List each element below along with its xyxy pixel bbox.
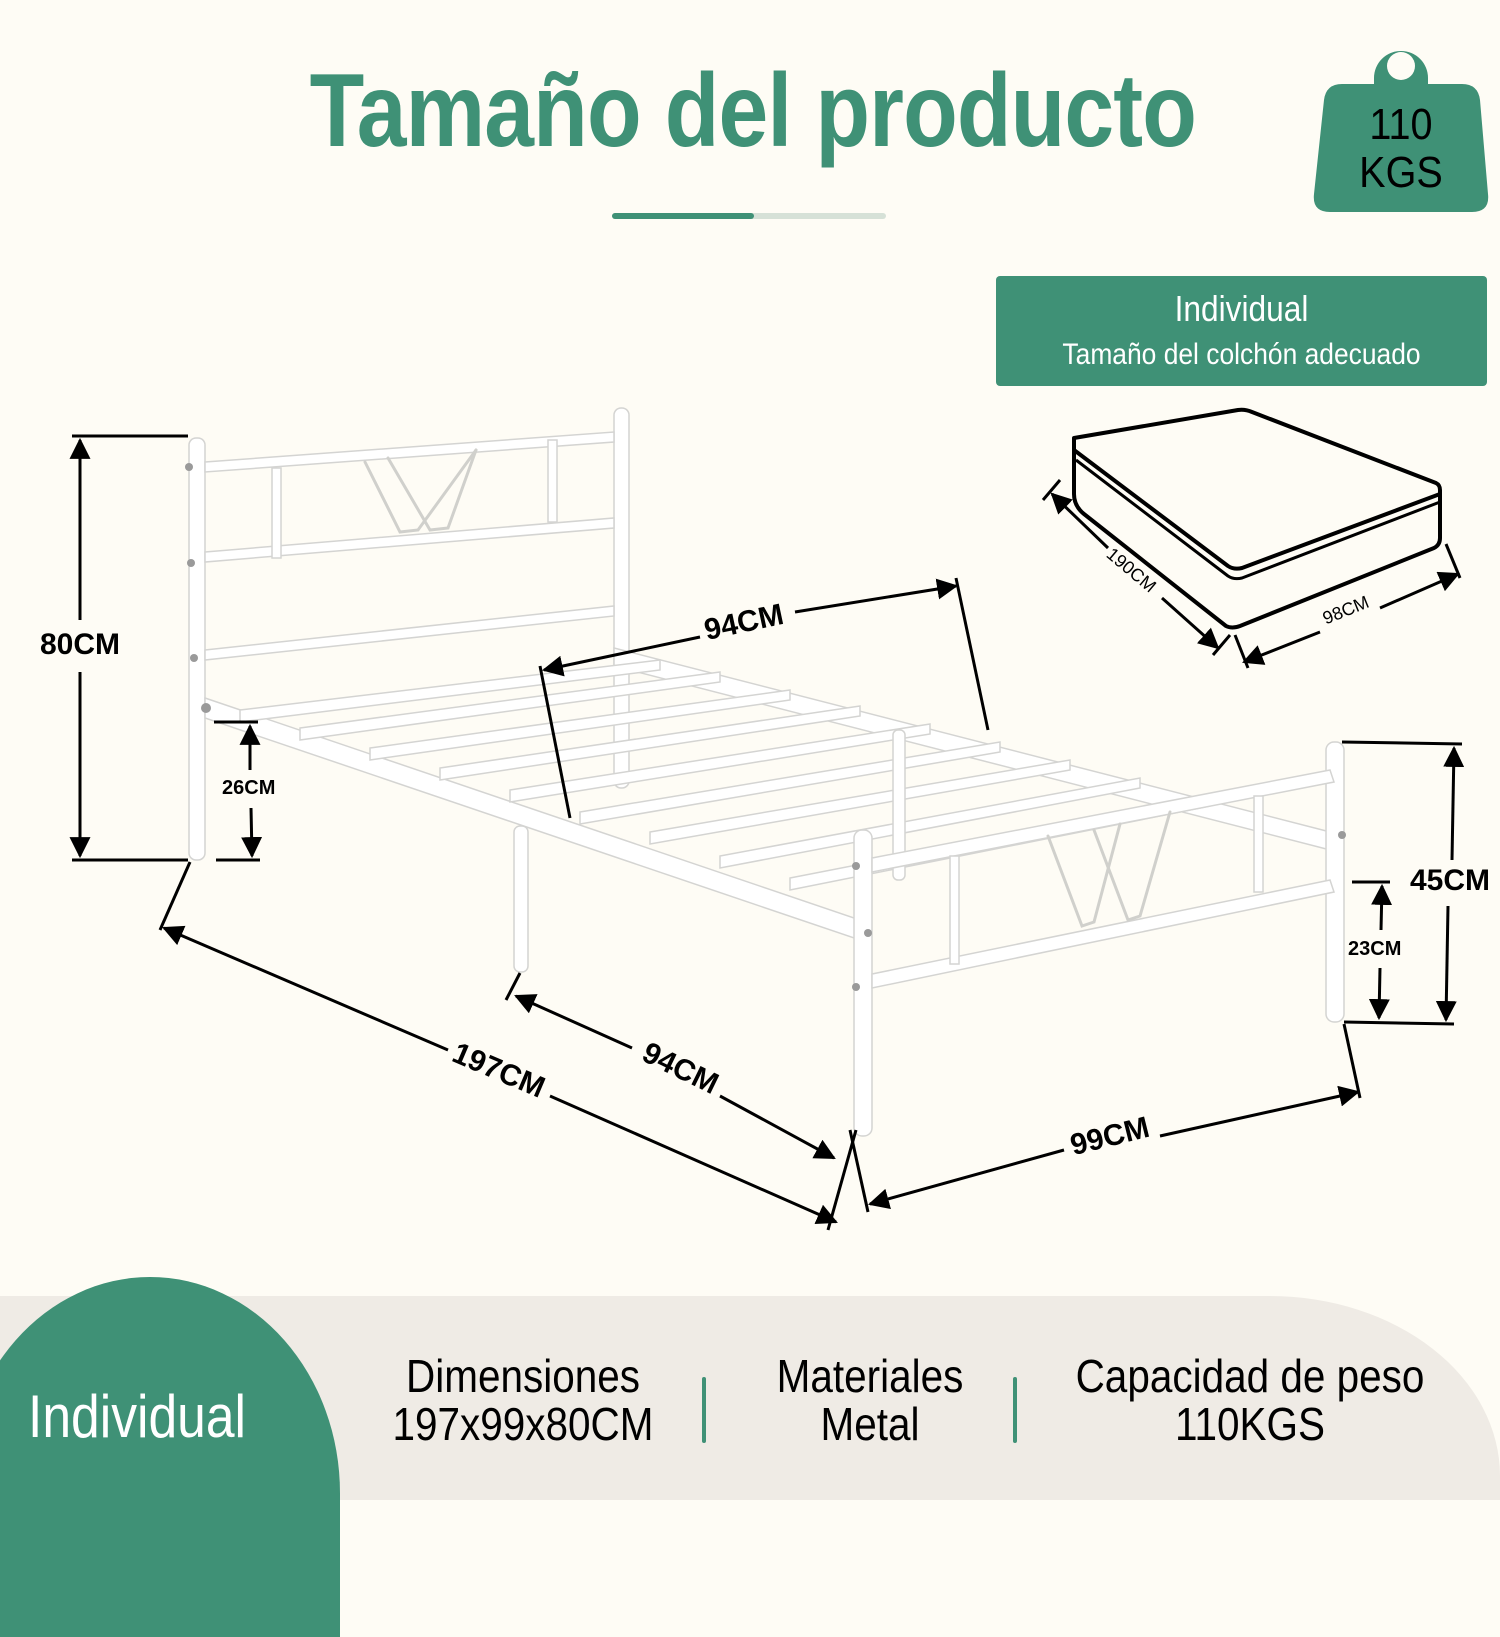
spec-dimensions-value: 197x99x80CM (392, 1398, 654, 1450)
mattress-size-subtitle: Tamaño del colchón adecuado (1062, 338, 1421, 371)
footer-size-label: Individual (28, 1383, 247, 1450)
weight-capacity-badge: 110 KGS (1312, 26, 1490, 214)
spec-dimensions: Dimensiones 197x99x80CM (368, 1352, 678, 1448)
spec-materials-label: Materiales (776, 1350, 964, 1402)
title-underline-progress (612, 213, 886, 219)
page-title: Tamaño del producto (309, 53, 1197, 169)
title-underline-fill (612, 213, 754, 219)
spec-weight-capacity: Capacidad de peso 110KGS (1050, 1352, 1450, 1448)
dim-headboard-height: 80CM (40, 628, 121, 661)
spec-dimensions-label: Dimensiones (406, 1350, 640, 1402)
mattress-size-box: Individual Tamaño del colchón adecuado (996, 276, 1487, 386)
dim-under-bed-clearance: 26CM (222, 777, 276, 799)
spec-weight-capacity-value: 110KGS (1174, 1398, 1326, 1450)
weight-unit: KGS (1359, 148, 1443, 197)
spec-weight-capacity-label: Capacidad de peso (1075, 1350, 1425, 1402)
dim-footboard-clearance: 23CM (1348, 938, 1402, 960)
dim-footboard-height: 45CM (1410, 864, 1491, 897)
weight-value: 110 (1369, 100, 1433, 149)
bed-dimension-diagram (69, 407, 1465, 1231)
mattress-illustration (1072, 407, 1442, 630)
spec-separator (702, 1377, 706, 1443)
spec-materials: Materiales Metal (740, 1352, 1000, 1448)
spec-materials-value: Metal (820, 1398, 920, 1450)
weight-icon (1313, 50, 1489, 212)
spec-separator (1013, 1377, 1017, 1443)
mattress-size-title: Individual (1174, 288, 1309, 329)
